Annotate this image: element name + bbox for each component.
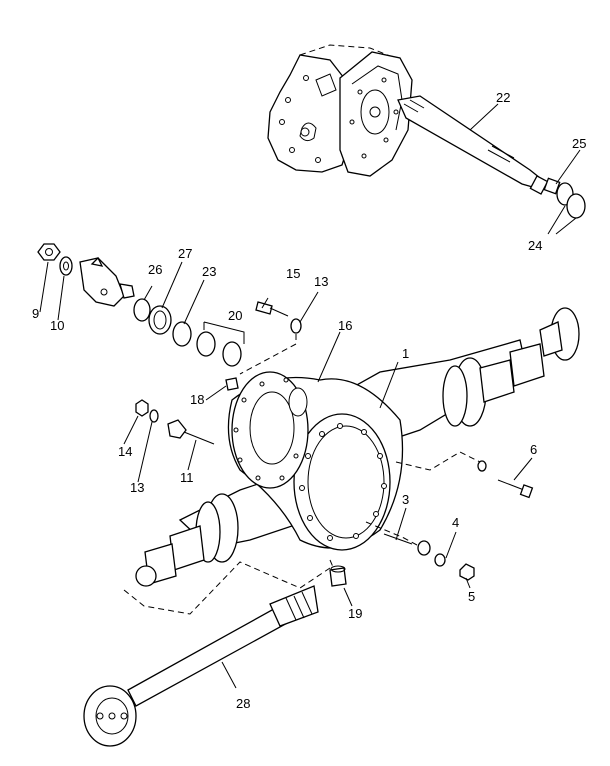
callout-15: 15 — [286, 266, 300, 281]
callout-9: 9 — [32, 306, 39, 321]
callout-14: 14 — [118, 444, 132, 459]
small-parts-left — [37, 243, 245, 367]
callout-10: 10 — [50, 318, 64, 333]
callout-5: 5 — [468, 589, 475, 604]
callout-1: 1 — [402, 346, 409, 361]
callout-labels: 1 3 4 5 6 9 10 11 13 13 14 15 16 18 19 2… — [32, 90, 586, 711]
callout-28: 28 — [236, 696, 250, 711]
callout-22: 22 — [496, 90, 510, 105]
callout-27: 27 — [178, 246, 192, 261]
leader-lines — [39, 103, 581, 689]
callout-13-upper: 13 — [314, 274, 328, 289]
callout-26: 26 — [148, 262, 162, 277]
callout-6: 6 — [530, 442, 537, 457]
differential-carrier — [267, 44, 413, 177]
fasteners-11-13-14-18-19 — [135, 377, 347, 587]
axle-shaft-28 — [83, 585, 319, 747]
shims-24 — [556, 182, 586, 219]
callout-20: 20 — [228, 308, 242, 323]
callout-19: 19 — [348, 606, 362, 621]
callout-3: 3 — [402, 492, 409, 507]
axle-housing-1 — [123, 307, 580, 615]
callout-24: 24 — [528, 238, 542, 253]
bolts-15-13 — [239, 301, 302, 375]
callout-4: 4 — [452, 515, 459, 530]
callout-16: 16 — [338, 318, 352, 333]
drive-shaft-22 — [397, 95, 549, 195]
callout-23: 23 — [202, 264, 216, 279]
callout-13-lower: 13 — [130, 480, 144, 495]
fasteners-3-4-5-6 — [383, 460, 534, 581]
callout-11: 11 — [180, 470, 194, 485]
callout-18: 18 — [190, 392, 204, 407]
callout-25: 25 — [572, 136, 586, 151]
